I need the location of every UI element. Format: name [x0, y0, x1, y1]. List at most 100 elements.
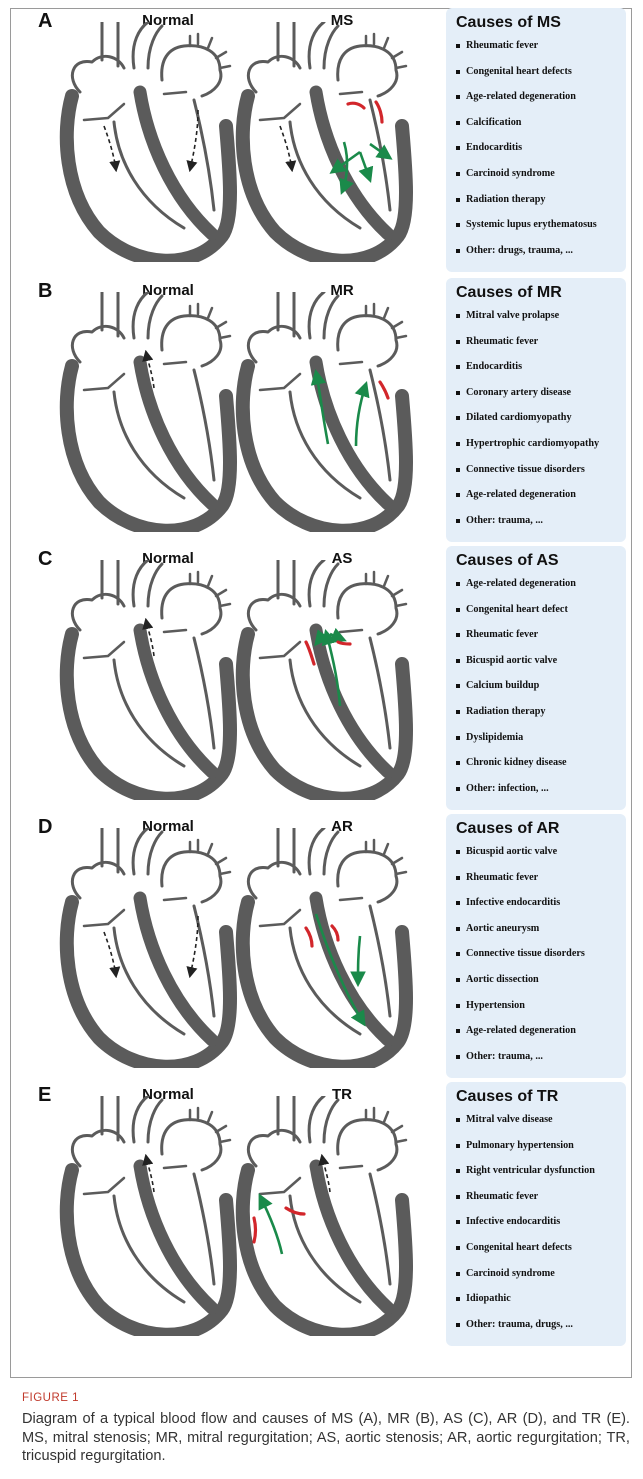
cause-text: Hypertrophic cardiomyopathy — [466, 437, 599, 451]
bullet-icon — [456, 172, 460, 176]
heart-outline-segment — [370, 370, 390, 480]
cause-text: Aortic aneurysm — [466, 922, 539, 936]
valve-lesion — [254, 1218, 256, 1242]
cause-item: Bicuspid aortic valve — [456, 842, 618, 868]
heart-outline-segment — [370, 638, 390, 748]
cause-text: Coronary artery disease — [466, 386, 571, 400]
bullet-icon — [456, 1272, 460, 1276]
bullet-icon — [456, 442, 460, 446]
heart-outline-segment — [316, 1166, 388, 1308]
cause-item: Coronary artery disease — [456, 383, 618, 409]
cause-item: Mitral valve disease — [456, 1110, 618, 1136]
heart-outline-segment — [140, 898, 212, 1040]
cause-item: Carcinoid syndrome — [456, 164, 618, 190]
bullet-icon — [456, 70, 460, 74]
heart-outline-segment — [164, 630, 186, 632]
heart-outline-segment — [133, 1096, 162, 1142]
cause-item: Congenital heart defects — [456, 62, 618, 88]
diseased-heart — [243, 1096, 406, 1335]
heart-outline-segment — [164, 1166, 186, 1168]
bullet-icon — [456, 121, 460, 125]
bullet-icon — [456, 850, 460, 854]
cause-text: Dyslipidemia — [466, 731, 523, 745]
cause-text: Age-related degeneration — [466, 488, 576, 502]
bullet-icon — [456, 365, 460, 369]
cause-item: Rheumatic fever — [456, 1187, 618, 1213]
cause-text: Other: infection, ... — [466, 782, 549, 796]
bullet-icon — [456, 95, 460, 99]
cause-item: Other: trauma, ... — [456, 1047, 618, 1073]
cause-text: Radiation therapy — [466, 705, 546, 719]
normal-heart — [67, 828, 230, 1067]
bullet-icon — [456, 416, 460, 420]
heart-outline-segment — [309, 828, 338, 874]
heart-outline-segment — [260, 104, 300, 120]
cause-text: Idiopathic — [466, 1292, 511, 1306]
heart-outline-segment — [260, 1178, 300, 1194]
bullet-icon — [456, 1055, 460, 1059]
heart-outline-segment — [162, 316, 221, 366]
cause-text: Carcinoid syndrome — [466, 167, 555, 181]
bullet-icon — [456, 391, 460, 395]
cause-item: Rheumatic fever — [456, 332, 618, 358]
heart-outline-segment — [248, 862, 300, 898]
cause-text: Rheumatic fever — [466, 335, 538, 349]
valve-lesion — [376, 102, 382, 122]
cause-item: Hypertrophic cardiomyopathy — [456, 434, 618, 460]
normal-heart — [67, 22, 230, 261]
cause-text: Congenital heart defect — [466, 603, 568, 617]
heart-outline-segment — [194, 1174, 214, 1284]
bullet-icon — [456, 1144, 460, 1148]
heart-outline-segment — [370, 1174, 390, 1284]
cause-text: Congenital heart defects — [466, 1241, 572, 1255]
bullet-icon — [456, 1029, 460, 1033]
heart-outline-segment — [309, 292, 338, 338]
cause-item: Systemic lupus erythematosus — [456, 215, 618, 241]
heart-outline-segment — [260, 374, 300, 390]
bullet-icon — [456, 468, 460, 472]
cause-text: Age-related degeneration — [466, 90, 576, 104]
cause-text: Rheumatic fever — [466, 628, 538, 642]
bullet-icon — [456, 787, 460, 791]
valve-lesion — [306, 928, 312, 946]
cause-text: Other: trauma, drugs, ... — [466, 1318, 573, 1332]
bullet-icon — [456, 876, 460, 880]
bullet-icon — [456, 223, 460, 227]
heart-outline-segment — [316, 898, 388, 1040]
bullet-icon — [456, 493, 460, 497]
heart-outline-segment — [133, 560, 162, 606]
bullet-icon — [456, 1297, 460, 1301]
heart-outline-segment — [84, 104, 124, 120]
cause-item: Mitral valve prolapse — [456, 306, 618, 332]
causes-list: Age-related degenerationCongenital heart… — [456, 574, 618, 804]
cause-item: Connective tissue disorders — [456, 944, 618, 970]
cause-item: Connective tissue disorders — [456, 460, 618, 486]
cause-item: Endocarditis — [456, 357, 618, 383]
figure-caption: FIGURE 1 Diagram of a typical blood flow… — [22, 1392, 630, 1466]
cause-item: Age-related degeneration — [456, 485, 618, 511]
cause-item: Dilated cardiomyopathy — [456, 408, 618, 434]
bullet-icon — [456, 1004, 460, 1008]
causes-title: Causes of AS — [456, 552, 618, 570]
heart-outline-segment — [140, 1166, 212, 1308]
bullet-icon — [456, 1195, 460, 1199]
heart-outline-segment — [260, 910, 300, 926]
heart-outline-segment — [340, 1166, 362, 1168]
heart-diagrams — [40, 560, 420, 800]
heart-outline-segment — [316, 92, 388, 234]
normal-heart — [67, 1096, 230, 1335]
bullet-icon — [456, 44, 460, 48]
cause-item: Congenital heart defects — [456, 1238, 618, 1264]
heart-outline-segment — [340, 362, 362, 364]
heart-outline-segment — [84, 1178, 124, 1194]
heart-outline-segment — [72, 1130, 124, 1166]
cause-item: Pulmonary hypertension — [456, 1136, 618, 1162]
cause-text: Mitral valve prolapse — [466, 309, 559, 323]
causes-box: Causes of MRMitral valve prolapseRheumat… — [446, 278, 626, 542]
heart-diagrams — [40, 828, 420, 1068]
bullet-icon — [456, 710, 460, 714]
cause-text: Systemic lupus erythematosus — [466, 218, 597, 232]
causes-box: Causes of AS Age-related degenerationCong… — [446, 546, 626, 810]
